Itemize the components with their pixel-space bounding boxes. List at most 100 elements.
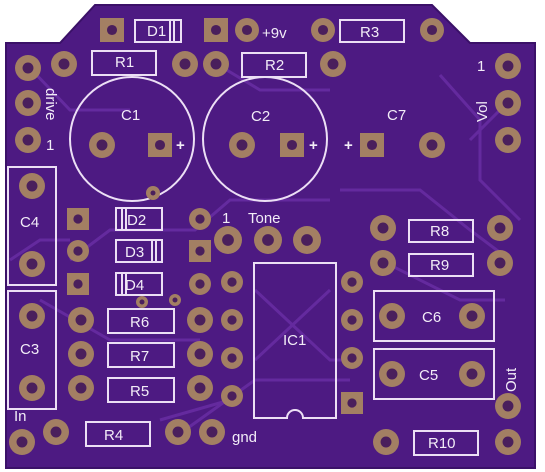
drill-hole (73, 279, 83, 289)
label-tone: Tone (248, 210, 281, 227)
r9-outline (408, 253, 474, 277)
drill-hole (195, 279, 205, 289)
label-r4: R4 (104, 427, 123, 444)
drill-hole (96, 139, 108, 151)
d4-outline (115, 272, 163, 296)
drill-hole (154, 139, 166, 151)
label-c1: C1 (121, 107, 140, 124)
drill-hole (227, 391, 237, 401)
drill-hole (502, 436, 514, 448)
label-c7-plus: + (344, 137, 353, 154)
labels: D1 +9v R3 R1 R2 1 drive 1 C1 + C2 + C7 +… (14, 23, 520, 452)
drill-hole (227, 277, 237, 287)
label-d3: D3 (125, 244, 144, 261)
label-c6: C6 (422, 309, 441, 326)
label-vol: Vol (474, 101, 491, 122)
drill-hole (227, 353, 237, 363)
label-c1-plus: + (176, 137, 185, 154)
r3-outline (339, 19, 405, 43)
c5-outline (373, 348, 495, 400)
drill-hole (286, 139, 298, 151)
label-gnd: gnd (232, 429, 257, 446)
label-c2-plus: + (309, 137, 318, 154)
label-c5: C5 (419, 367, 438, 384)
drill-hole (327, 58, 339, 70)
d2-outline (115, 207, 163, 231)
r1-outline (91, 50, 157, 76)
drill-hole (347, 277, 357, 287)
drill-hole (22, 134, 34, 146)
drill-hole (502, 60, 514, 72)
label-r6: R6 (130, 314, 149, 331)
drill-hole (150, 190, 156, 196)
drill-hole (262, 234, 274, 246)
drill-hole (172, 297, 178, 303)
drill-hole (194, 348, 206, 360)
drill-hole (50, 426, 62, 438)
c3-outline (7, 290, 57, 410)
drill-hole (386, 310, 398, 322)
drill-hole (210, 24, 222, 36)
drill-hole (73, 214, 83, 224)
drill-hole (106, 24, 118, 36)
drill-hole (73, 246, 83, 256)
drill-hole (236, 139, 248, 151)
drill-hole (494, 257, 506, 269)
drill-hole (195, 214, 205, 224)
label-ic1: IC1 (283, 332, 306, 349)
ic1-outline (253, 262, 337, 419)
drill-hole (206, 426, 218, 438)
drill-hole (26, 180, 38, 192)
drill-hole (347, 315, 357, 325)
label-d4: D4 (125, 277, 144, 294)
drill-hole (466, 368, 478, 380)
r4-outline (85, 421, 151, 447)
drill-hole (386, 368, 398, 380)
silkscreen (7, 19, 495, 456)
d1-outline (134, 19, 182, 43)
label-drive: drive (42, 88, 59, 121)
drill-hole (75, 348, 87, 360)
label-c7: C7 (387, 107, 406, 124)
r5-outline (107, 377, 175, 403)
drill-hole (380, 436, 392, 448)
drill-hole (466, 310, 478, 322)
label-r9: R9 (430, 257, 449, 274)
d3-outline (115, 239, 163, 263)
drill-hole (377, 222, 389, 234)
label-one-right: 1 (477, 58, 485, 75)
c6-outline (373, 290, 495, 342)
drill-hole (502, 97, 514, 109)
label-r3: R3 (360, 24, 379, 41)
drill-hole (58, 58, 70, 70)
c2-outline (202, 76, 328, 202)
label-r10: R10 (428, 435, 456, 452)
drill-hole (75, 314, 87, 326)
pads (9, 18, 521, 455)
drill-hole (195, 246, 205, 256)
label-d2: D2 (127, 212, 146, 229)
drill-hole (194, 314, 206, 326)
label-r5: R5 (130, 383, 149, 400)
label-r8: R8 (430, 223, 449, 240)
drill-hole (139, 299, 145, 305)
drill-hole (347, 353, 357, 363)
drill-hole (194, 382, 206, 394)
label-r7: R7 (130, 348, 149, 365)
drill-hole (317, 24, 329, 36)
drill-hole (502, 400, 514, 412)
drill-hole (241, 24, 253, 36)
drill-hole (301, 234, 313, 246)
label-r1: R1 (115, 54, 134, 71)
c1-outline (69, 76, 195, 202)
label-r2: R2 (265, 57, 284, 74)
drill-hole (22, 62, 34, 74)
drill-hole (75, 382, 87, 394)
label-c4: C4 (20, 214, 39, 231)
drill-hole (210, 58, 222, 70)
label-in: In (14, 408, 27, 425)
drill-hole (16, 436, 28, 448)
drill-hole (502, 134, 514, 146)
drill-hole (222, 234, 234, 246)
